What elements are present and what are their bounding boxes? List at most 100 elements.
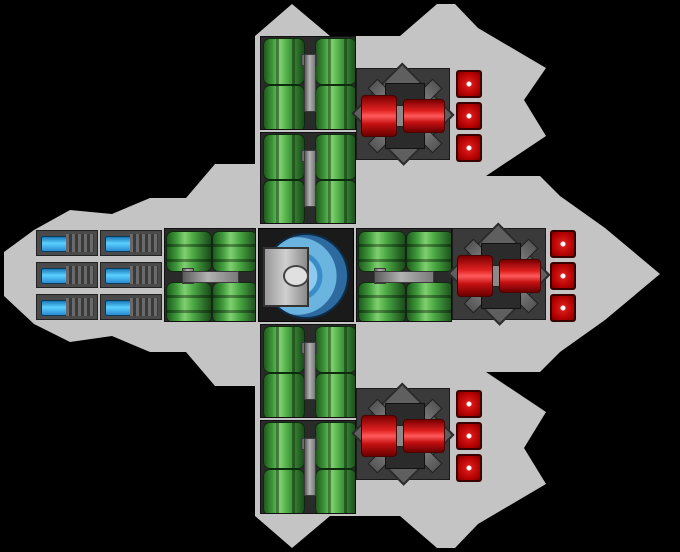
fuel-cylinder-icon	[263, 373, 305, 417]
cylinder-band	[344, 470, 347, 513]
fuel-tank[interactable]	[356, 228, 452, 322]
fuel-tank[interactable]	[260, 132, 356, 224]
cylinder-band	[407, 310, 451, 313]
cylinder-band	[344, 423, 347, 468]
fuel-pipe	[304, 54, 316, 112]
thruster[interactable]	[36, 262, 98, 288]
cylinder-band	[292, 181, 295, 223]
core-reactor-icon	[283, 265, 309, 287]
ammo-box-icon[interactable]	[456, 134, 482, 162]
fuel-cylinder-icon	[263, 326, 305, 373]
fuel-cylinder-icon	[212, 282, 255, 321]
fuel-cylinder-icon	[315, 326, 355, 373]
fuel-cylinder-icon	[315, 134, 355, 180]
cylinder-band	[213, 259, 255, 262]
fuel-cylinder-icon	[406, 282, 451, 321]
laser-turret[interactable]	[351, 382, 455, 486]
cylinder-band	[344, 39, 347, 84]
fuel-cylinder-icon	[263, 180, 305, 223]
fuel-cylinder-icon	[315, 373, 355, 417]
fuel-cylinder-icon	[212, 231, 255, 272]
cylinder-band	[276, 374, 279, 417]
laser-barrel-icon	[361, 415, 397, 457]
thruster-vent	[130, 234, 158, 252]
cylinder-band	[292, 374, 295, 417]
cylinder-band	[328, 39, 331, 84]
thruster-glow-icon	[41, 236, 67, 252]
fuel-tank[interactable]	[164, 228, 256, 322]
cylinder-band	[167, 295, 211, 298]
thruster-vent	[66, 234, 94, 252]
cylinder-band	[328, 135, 331, 179]
cylinder-band	[213, 310, 255, 313]
fuel-cylinder-icon	[263, 469, 305, 513]
cylinder-band	[292, 470, 295, 513]
cylinder-band	[328, 374, 331, 417]
thruster[interactable]	[100, 262, 162, 288]
thruster-glow-icon	[105, 300, 131, 316]
thruster[interactable]	[36, 294, 98, 320]
fuel-tank[interactable]	[260, 324, 356, 418]
fuel-cylinder-icon	[166, 282, 212, 321]
fuel-tank[interactable]	[260, 420, 356, 514]
thruster-glow-icon	[41, 300, 67, 316]
cylinder-band	[344, 374, 347, 417]
laser-barrel-icon	[403, 419, 445, 453]
fuel-cylinder-icon	[315, 38, 355, 85]
cylinder-band	[276, 470, 279, 513]
ammo-box-icon[interactable]	[550, 230, 576, 258]
ammo-box-icon[interactable]	[456, 102, 482, 130]
thruster[interactable]	[36, 230, 98, 256]
fuel-pipe	[304, 438, 316, 496]
thruster-vent	[130, 298, 158, 316]
fuel-cylinder-icon	[315, 180, 355, 223]
cylinder-band	[213, 295, 255, 298]
thruster-vent	[66, 298, 94, 316]
ammo-box-icon[interactable]	[456, 70, 482, 98]
cylinder-band	[407, 295, 451, 298]
laser-turret[interactable]	[447, 222, 551, 326]
cylinder-band	[276, 86, 279, 129]
cylinder-band	[276, 327, 279, 372]
fuel-cylinder-icon	[315, 422, 355, 469]
cylinder-band	[359, 259, 405, 262]
fuel-cylinder-icon	[263, 134, 305, 180]
thruster-glow-icon	[41, 268, 67, 284]
laser-turret[interactable]	[351, 62, 455, 166]
laser-barrel-icon	[403, 99, 445, 133]
ammo-box-icon[interactable]	[456, 390, 482, 418]
fuel-cylinder-icon	[166, 231, 212, 272]
thruster-vent	[130, 266, 158, 284]
cylinder-band	[167, 310, 211, 313]
cylinder-band	[344, 181, 347, 223]
thruster[interactable]	[100, 230, 162, 256]
fuel-cylinder-icon	[263, 422, 305, 469]
fuel-cylinder-icon	[263, 38, 305, 85]
ammo-box-icon[interactable]	[550, 262, 576, 290]
thruster[interactable]	[100, 294, 162, 320]
fuel-cylinder-icon	[315, 469, 355, 513]
cylinder-band	[359, 244, 405, 247]
fuel-cylinder-icon	[406, 231, 451, 272]
fuel-pipe	[304, 150, 316, 207]
cylinder-band	[292, 327, 295, 372]
thruster-glow-icon	[105, 268, 131, 284]
fuel-pipe	[374, 271, 434, 283]
cylinder-band	[328, 327, 331, 372]
cylinder-band	[292, 86, 295, 129]
thruster-vent	[66, 266, 94, 284]
fuel-pipe	[182, 271, 239, 283]
fuel-tank[interactable]	[260, 36, 356, 130]
cylinder-band	[328, 423, 331, 468]
cylinder-band	[276, 181, 279, 223]
cylinder-band	[276, 135, 279, 179]
core-module[interactable]	[258, 228, 354, 322]
cylinder-band	[167, 244, 211, 247]
cylinder-band	[276, 423, 279, 468]
ammo-box-icon[interactable]	[456, 454, 482, 482]
fuel-cylinder-icon	[358, 282, 406, 321]
ammo-box-icon[interactable]	[456, 422, 482, 450]
laser-barrel-icon	[499, 259, 541, 293]
ammo-box-icon[interactable]	[550, 294, 576, 322]
fuel-pipe	[304, 342, 316, 400]
